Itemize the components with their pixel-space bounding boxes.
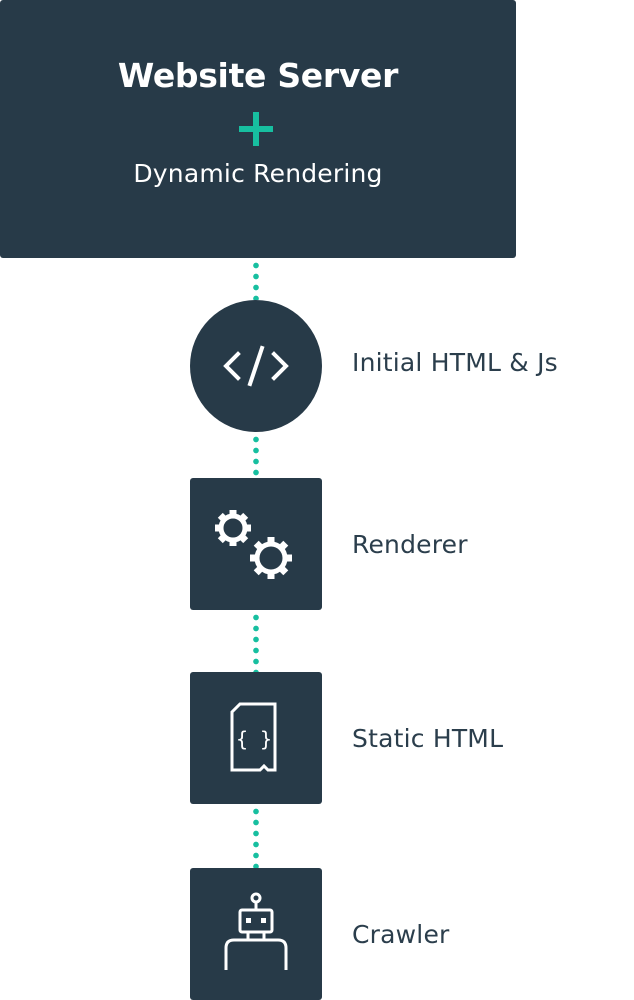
plus-icon	[239, 112, 273, 146]
connector-server-to-code	[253, 260, 259, 300]
code-icon	[223, 345, 289, 387]
connector-static-to-crawler	[253, 806, 259, 868]
svg-text:{ }: { }	[236, 727, 272, 751]
server-subtitle: Dynamic Rendering	[133, 159, 383, 188]
step-label-initial-html: Initial HTML & Js	[352, 348, 558, 377]
robot-icon	[224, 892, 288, 970]
initial-html-node	[190, 300, 322, 432]
static-html-node: { }	[190, 672, 322, 804]
step-label-crawler: Crawler	[352, 920, 450, 949]
step-label-renderer: Renderer	[352, 530, 468, 559]
connector-renderer-to-static	[253, 612, 259, 672]
connector-code-to-renderer	[253, 434, 259, 478]
website-server-box: Website Server Dynamic Rendering	[0, 0, 516, 258]
server-title: Website Server	[117, 56, 399, 95]
step-label-static-html: Static HTML	[352, 724, 504, 753]
renderer-node	[190, 478, 322, 610]
gears-icon	[215, 510, 292, 579]
crawler-node	[190, 868, 322, 1000]
document-braces-icon: { }	[230, 702, 277, 772]
